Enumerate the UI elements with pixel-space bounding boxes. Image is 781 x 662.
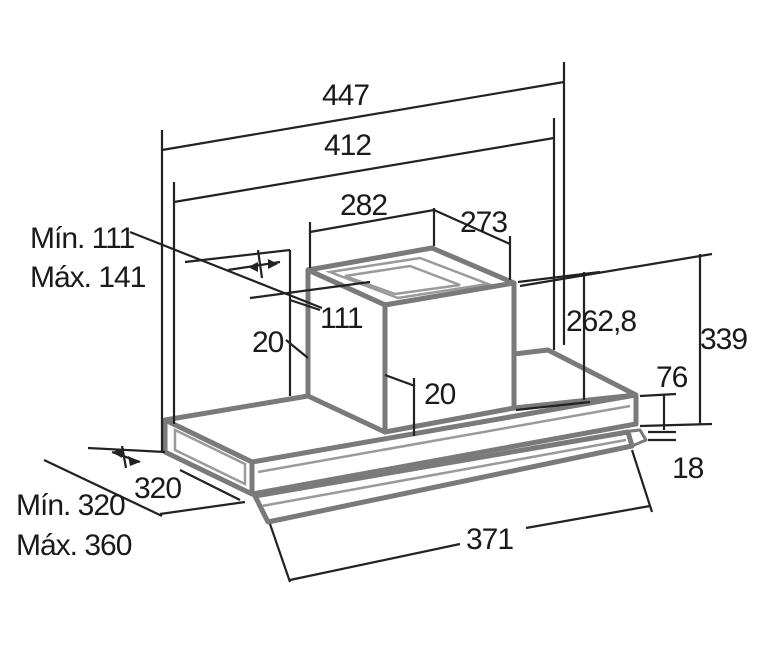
label-20-center: 20 [424, 378, 456, 411]
body-front-face [249, 392, 639, 497]
dimension-labels: 447 412 282 273 Mín. 111 Máx. 141 111 20… [16, 79, 748, 562]
label-min-320: Mín. 320 [16, 489, 125, 522]
body-front-line [257, 404, 631, 474]
label-18: 18 [672, 452, 704, 485]
label-min-111: Mín. 111 [30, 222, 135, 255]
dimension-lines [43, 62, 713, 583]
label-max-360: Máx. 360 [16, 529, 132, 562]
label-76: 76 [656, 361, 688, 394]
label-320: 320 [134, 472, 181, 505]
visor-inner [261, 438, 627, 508]
body-left-face-inset [173, 428, 247, 486]
visor-right-tab [621, 428, 648, 448]
chimney-top-inset [325, 256, 493, 300]
label-371: 371 [466, 523, 513, 556]
label-111: 111 [320, 302, 363, 335]
label-max-141: Máx. 141 [30, 261, 146, 294]
rear-plate [513, 347, 638, 398]
label-412: 412 [324, 129, 371, 162]
label-339: 339 [700, 323, 747, 356]
label-447: 447 [322, 79, 369, 112]
chimney-top-inset-2 [344, 264, 461, 296]
hood-body [162, 245, 648, 525]
label-282: 282 [340, 189, 387, 222]
visor-side [251, 492, 270, 523]
label-262-8: 262,8 [566, 305, 636, 338]
label-273: 273 [460, 206, 507, 239]
label-20-left: 20 [252, 326, 284, 359]
